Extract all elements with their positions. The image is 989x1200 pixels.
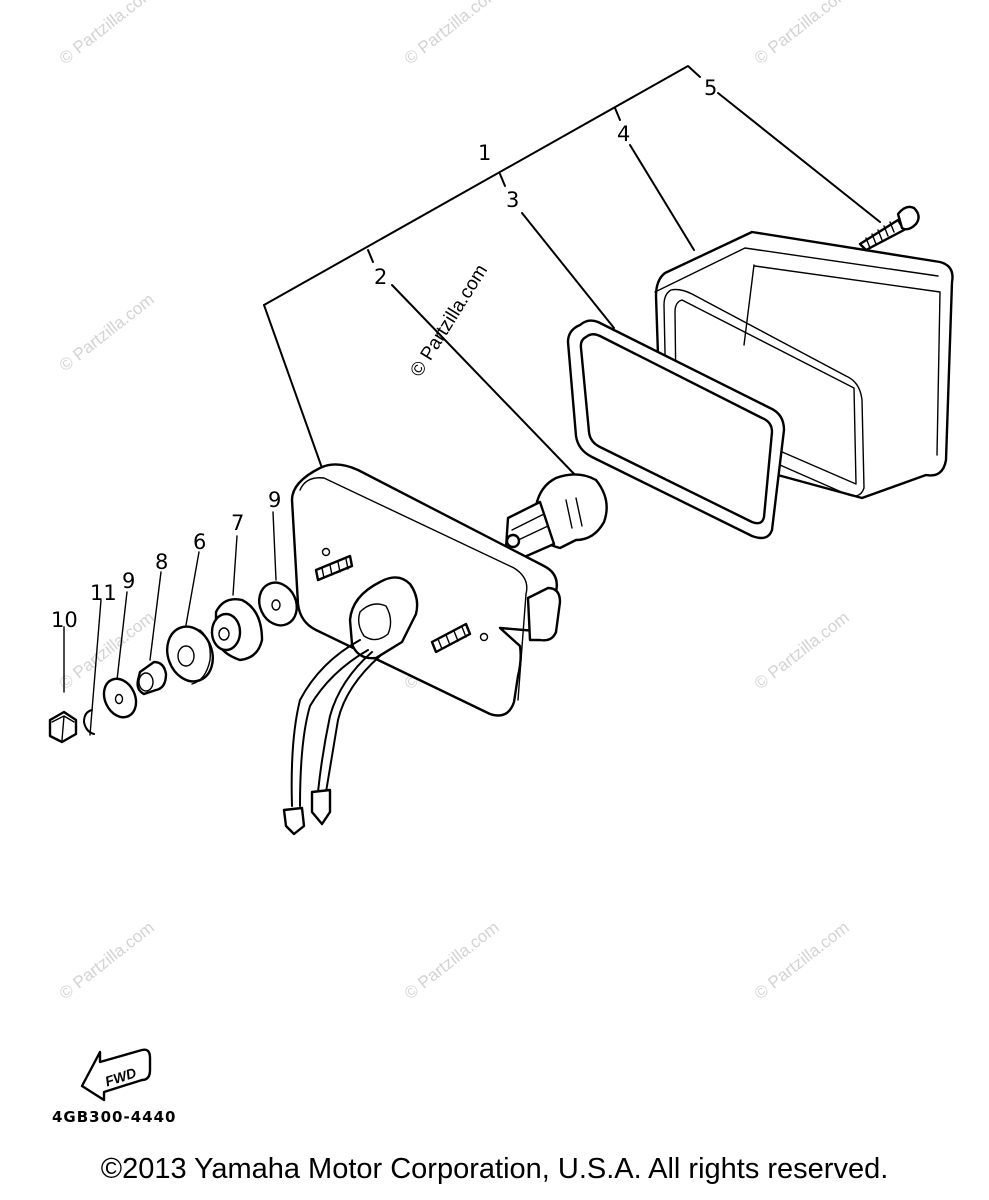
watermark: © Partzilla.com <box>751 0 853 68</box>
watermark: © Partzilla.com <box>401 918 503 1004</box>
part-grommet-7 <box>210 598 264 662</box>
leader-lines <box>63 65 881 736</box>
part-washer-6 <box>166 625 214 685</box>
part-washer-9-left <box>102 677 138 719</box>
watermark: © Partzilla.com <box>401 0 503 68</box>
watermark: © Partzilla.com <box>406 261 492 381</box>
watermark: © Partzilla.com <box>751 918 853 1004</box>
callout-9: 9 <box>268 488 281 512</box>
watermark: © Partzilla.com <box>56 0 158 68</box>
callout-10: 10 <box>51 608 78 632</box>
copyright-notice: ©2013 Yamaha Motor Corporation, U.S.A. A… <box>100 1153 889 1185</box>
part-screw <box>858 205 920 252</box>
part-lock-washer-11 <box>83 709 95 735</box>
callout-3: 3 <box>506 188 519 212</box>
callout-7: 7 <box>231 511 244 535</box>
watermark: © Partzilla.com <box>56 918 158 1004</box>
fwd-arrow-icon: FWD <box>80 1048 152 1102</box>
callout-5: 5 <box>704 76 717 100</box>
callout-labels: 1 2 3 4 5 6 7 8 9 9 10 11 <box>51 76 717 632</box>
part-washer-9-right <box>258 581 298 627</box>
part-bulb <box>504 473 608 560</box>
part-collar-8 <box>136 660 168 696</box>
part-base-plate <box>282 463 562 836</box>
part-gasket <box>566 319 786 540</box>
callout-6: 6 <box>193 530 206 554</box>
callout-2: 2 <box>374 265 387 289</box>
callout-1: 1 <box>478 141 491 165</box>
callout-11: 11 <box>90 581 117 605</box>
callout-9: 9 <box>122 569 135 593</box>
watermark: © Partzilla.com <box>751 608 853 694</box>
callout-8: 8 <box>155 550 168 574</box>
watermark: © Partzilla.com <box>56 290 158 376</box>
diagram-code: 4GB300-4440 <box>52 1108 177 1126</box>
part-nut-10 <box>48 710 78 744</box>
callout-4: 4 <box>617 122 630 146</box>
